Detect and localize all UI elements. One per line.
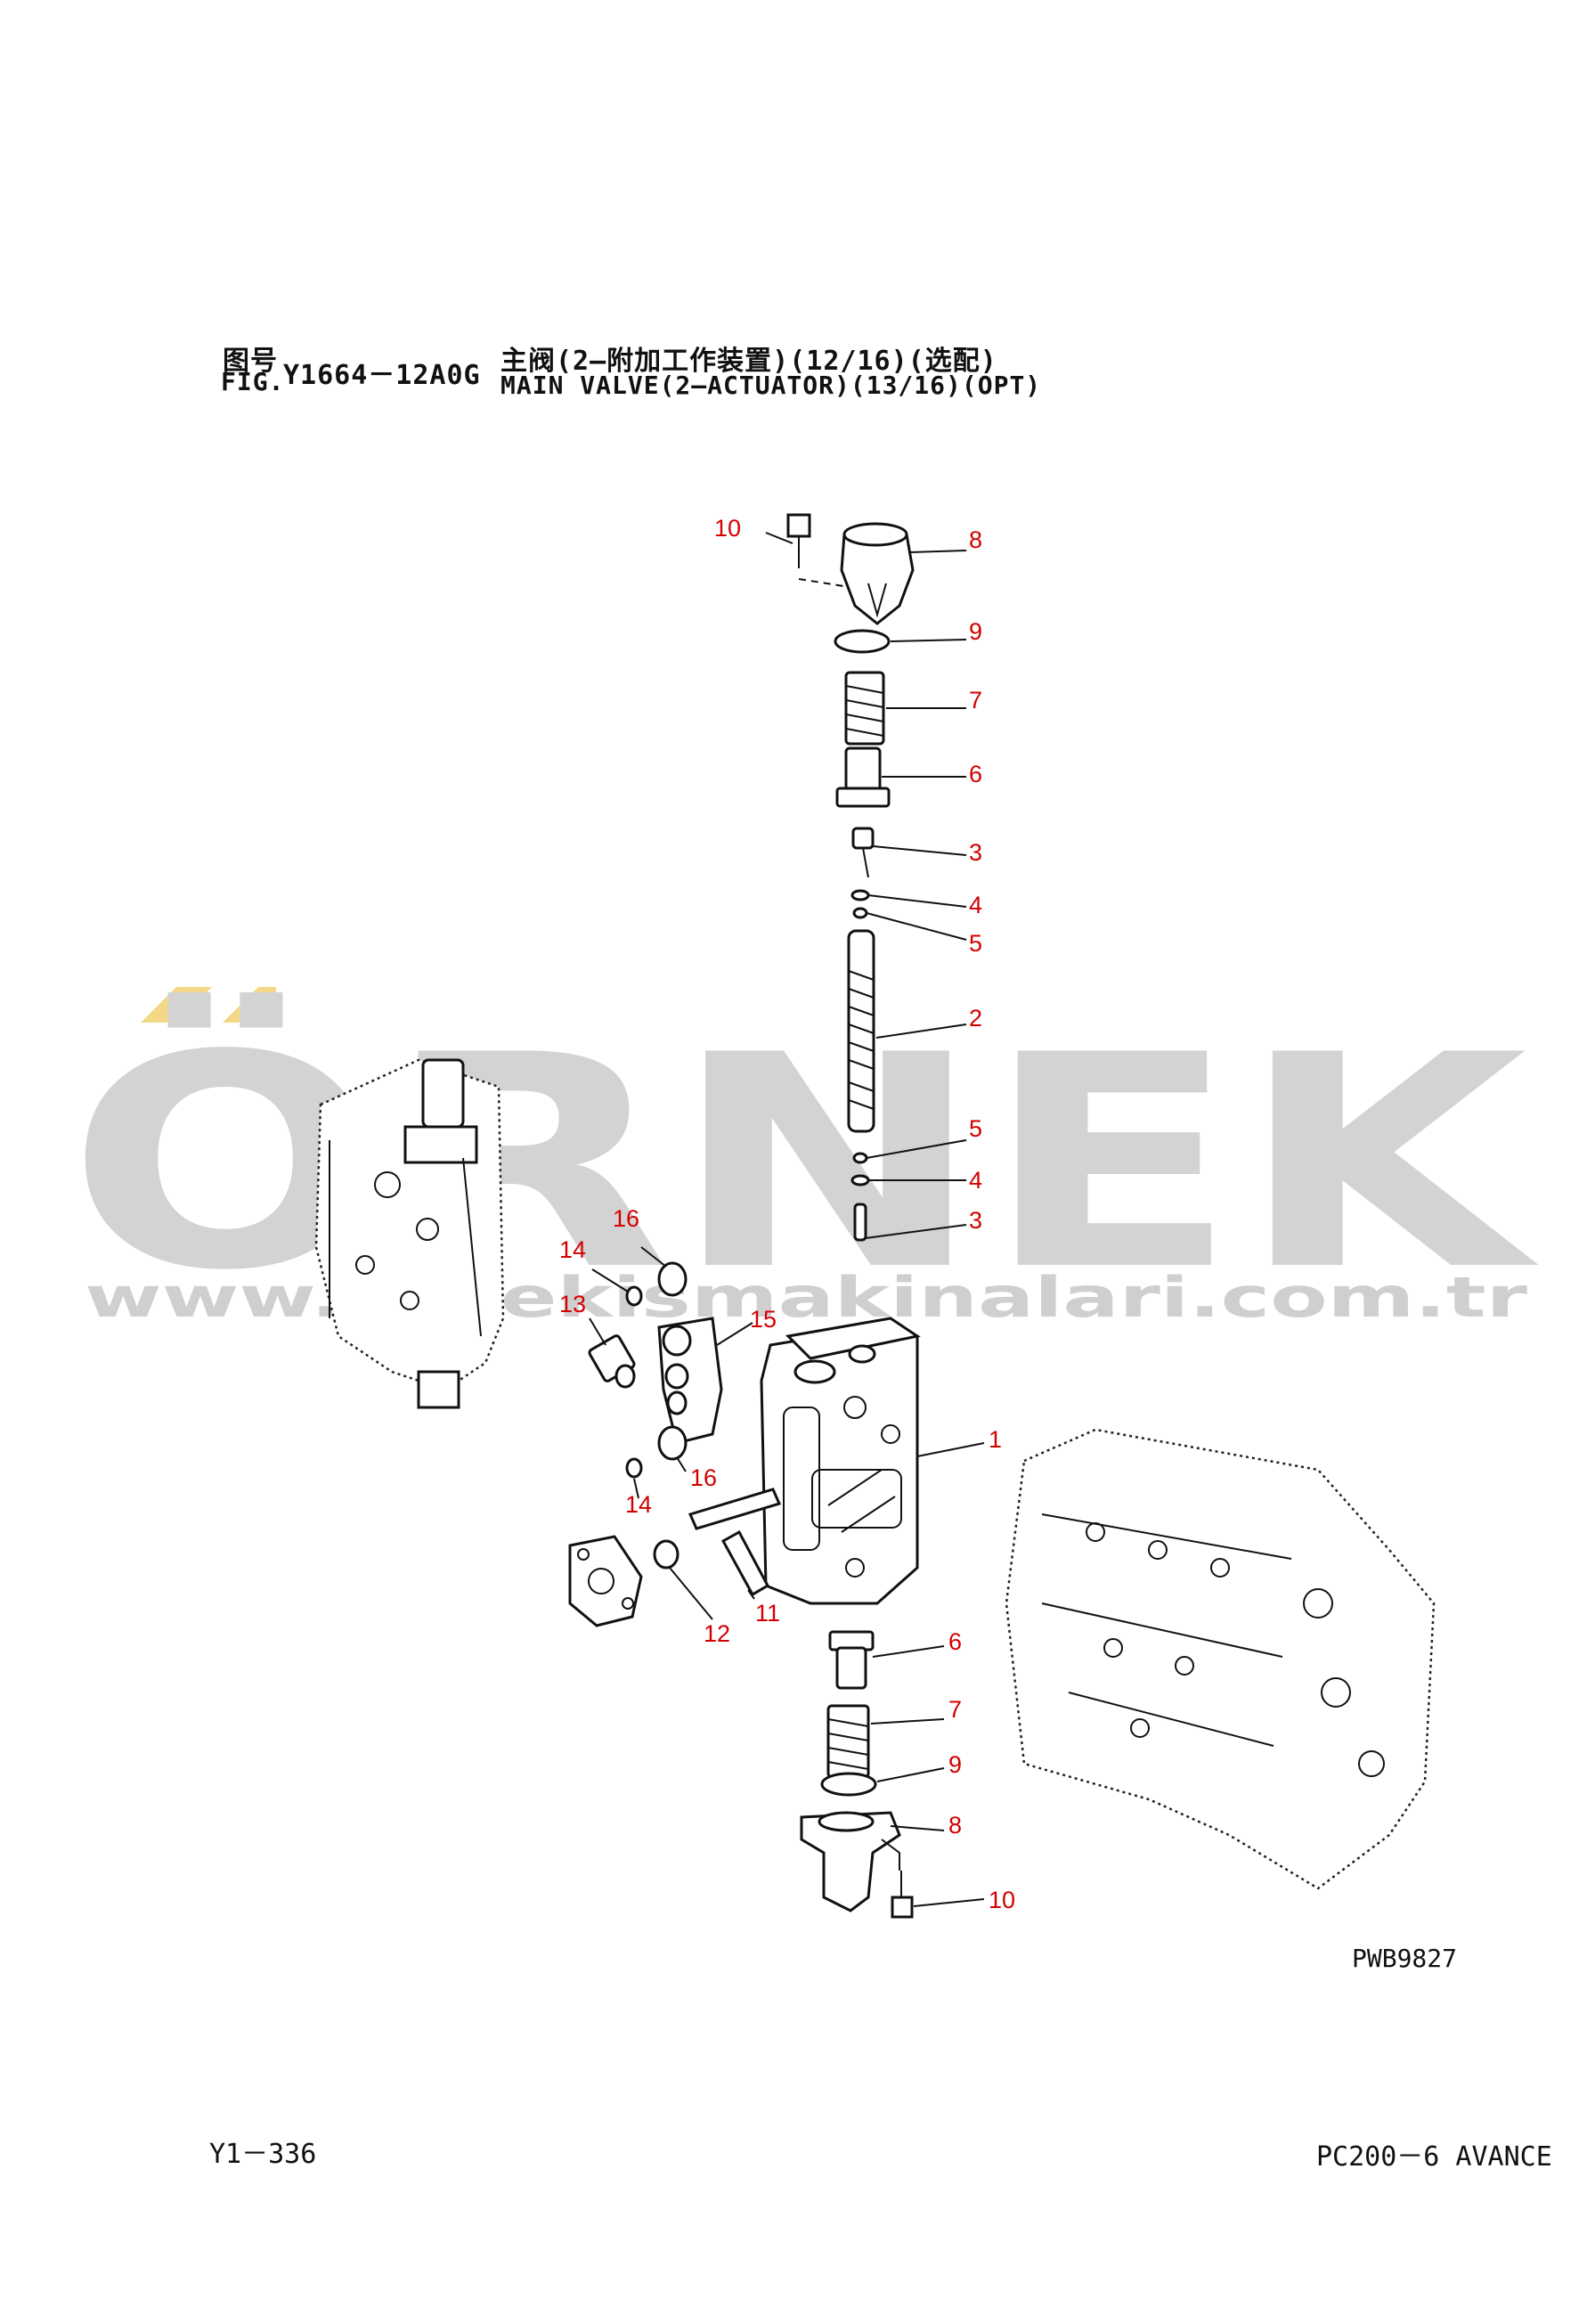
callout-1: 1	[989, 1426, 1002, 1453]
callout-16-top: 16	[613, 1205, 639, 1232]
o-ring-14-top	[625, 1285, 643, 1307]
callout-7-top: 7	[969, 687, 982, 714]
callout-9-bot: 9	[948, 1751, 962, 1778]
spool-2	[847, 929, 875, 1133]
pin-11	[688, 1488, 782, 1597]
callout-14-top: 14	[559, 1236, 586, 1263]
bolt-10-bot	[891, 1871, 914, 1919]
callout-7-bot: 7	[948, 1696, 962, 1723]
o-ring-16-top	[657, 1261, 688, 1297]
poppet-3-mid	[853, 1203, 867, 1242]
callout-16-bot: 16	[690, 1464, 717, 1491]
callout-3-mid: 3	[969, 1207, 982, 1234]
o-ring-9-bot	[820, 1772, 877, 1797]
callout-5-mid: 5	[969, 1115, 982, 1142]
valve-assembly-ghost-left	[314, 1058, 505, 1409]
spring-seat-6-top	[835, 746, 891, 808]
callout-6-bot: 6	[948, 1628, 962, 1655]
title-cn: 主阀(2—附加工作装置)(12/16)(选配)	[500, 346, 997, 377]
callout-10-bot: 10	[989, 1887, 1015, 1913]
watermark-brand: ÖRNEK	[67, 990, 1542, 1334]
callout-3-top: 3	[969, 839, 982, 866]
callout-10-top: 10	[714, 515, 741, 542]
o-ring-12	[653, 1539, 680, 1570]
callout-8-bot: 8	[948, 1812, 962, 1839]
o-ring-16-bot	[657, 1425, 688, 1461]
flange-plate	[568, 1535, 643, 1627]
callout-4-top: 4	[969, 892, 982, 918]
title-en: MAIN VALVE(2—ACTUATOR)(13/16)(OPT)	[500, 371, 1042, 400]
ring-5-mid	[852, 1152, 868, 1164]
watermark-url: www.ornekismakinalari.com.tr	[85, 1265, 1528, 1330]
check-valve-13	[588, 1334, 636, 1389]
cap-8-top	[840, 522, 915, 625]
bolt-10-top	[786, 513, 856, 589]
model-name: PC200－6 AVANCE	[1316, 2141, 1552, 2173]
callout-2: 2	[969, 1005, 982, 1032]
plate-15	[657, 1317, 723, 1445]
watermark-accent-left	[141, 987, 212, 1023]
callout-5-top: 5	[969, 930, 982, 957]
callout-9-top: 9	[969, 618, 982, 645]
valve-assembly-ghost-right	[1005, 1428, 1436, 1890]
callout-8-top: 8	[969, 526, 982, 553]
callout-11: 11	[755, 1600, 780, 1627]
callout-4-mid: 4	[969, 1167, 982, 1194]
callout-14-bot: 14	[625, 1491, 652, 1518]
valve-body-1	[760, 1317, 921, 1605]
cap-8-bot	[800, 1811, 901, 1912]
spring-7-top	[844, 671, 885, 746]
ring-4-top	[850, 889, 870, 901]
poppet-3-top	[851, 827, 875, 878]
ring-4-mid	[850, 1174, 870, 1186]
spring-7-bot	[826, 1704, 870, 1779]
leader-lines	[589, 532, 985, 1907]
o-ring-9-top	[834, 629, 891, 654]
fig-number: Y1664－12A0G	[283, 360, 481, 391]
fig-label-en: FIG.	[221, 367, 285, 396]
drawing-code: PWB9827	[1352, 1944, 1457, 1973]
callout-labels: 10 8 9 7 6 3 4 5 2 5 4 3 16 14 13 15 1 1…	[559, 515, 1015, 1913]
callout-15: 15	[750, 1306, 777, 1333]
watermark: ÖRNEK www.ornekismakinalari.com.tr	[67, 987, 1542, 1334]
spring-seat-6-bot	[828, 1630, 875, 1690]
callout-12: 12	[704, 1620, 730, 1647]
fig-label-cn: 图号	[223, 346, 278, 377]
page-number: Y1－336	[209, 2139, 317, 2170]
o-ring-14-bot	[625, 1457, 643, 1479]
callout-6-top: 6	[969, 761, 982, 787]
watermark-accent-right	[223, 987, 276, 1023]
ring-5-top	[852, 907, 868, 919]
callout-13: 13	[559, 1291, 586, 1317]
